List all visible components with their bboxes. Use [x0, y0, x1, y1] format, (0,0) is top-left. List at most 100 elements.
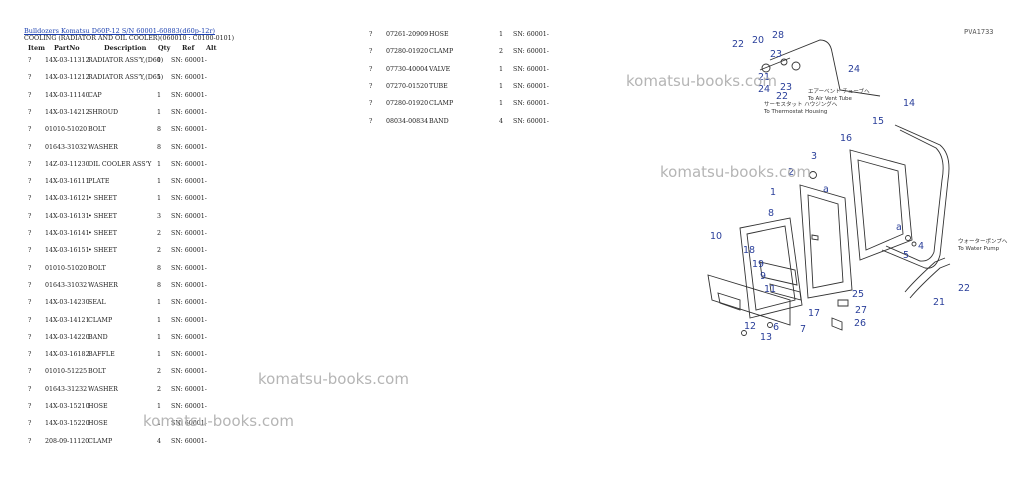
cell-partno: 14X-03-14230: [45, 299, 90, 307]
callout-label: 23: [770, 49, 782, 60]
cell-item: ?: [28, 333, 32, 341]
cell-ref: SN: 60001-: [513, 48, 549, 56]
cell-ref: SN: 60001-: [513, 82, 549, 90]
cell-desc: WASHER: [88, 281, 118, 289]
cell-partno: 01643-31232: [45, 385, 88, 393]
callout-label: 3: [811, 151, 817, 162]
cell-partno: 14X-03-16111: [45, 178, 90, 186]
cell-desc: • SHEET: [88, 212, 117, 220]
cell-item: ?: [369, 65, 373, 73]
callout-label: 21: [933, 297, 945, 308]
cell-partno: 01643-31032: [45, 143, 88, 151]
cell-item: ?: [28, 195, 32, 203]
cell-item: ?: [28, 316, 32, 324]
cell-desc: BAND: [88, 333, 108, 341]
cell-partno: 208-09-11120: [45, 437, 90, 445]
cell-desc: BAFFLE: [88, 351, 115, 359]
exploded-parts-diagram: 22 20 28 23 21 24 24 23 22 14 15 16 3 2 …: [707, 30, 1008, 343]
note-thermostat-jp: サーモスタット ハウジングへ: [764, 100, 838, 108]
cell-qty: 1: [499, 82, 504, 90]
cell-ref: SN: 60001-: [171, 126, 207, 134]
cell-desc: RADIATOR ASS'Y,(D65): [88, 74, 164, 82]
callout-label: 18: [743, 245, 755, 256]
note-air-vent-en: To Air Vent Tube: [807, 96, 852, 102]
callout-label: 21: [758, 72, 770, 83]
cell-partno: 14X-03-16182: [45, 351, 90, 359]
cell-item: ?: [28, 57, 32, 64]
cell-item: ?: [28, 403, 32, 410]
cell-qty: 8: [157, 264, 162, 272]
header-alt: Alt: [206, 44, 217, 52]
callout-label: 7: [800, 324, 806, 335]
callout-label: 13: [760, 332, 772, 343]
cell-qty: 3: [157, 212, 162, 220]
breadcrumb-link[interactable]: Bulldozers Komatsu D60P-12 S/N 60001-608…: [24, 27, 216, 35]
cell-ref: SN: 60001-: [513, 117, 549, 125]
callout-label: 6: [773, 322, 779, 333]
cell-partno: 14X-03-11140: [45, 91, 90, 99]
cell-partno: 14X-03-15220: [45, 420, 90, 428]
cell-partno: 14X-03-14212: [45, 108, 90, 116]
cell-partno: 07261-20909: [386, 31, 429, 38]
callout-label: 26: [854, 318, 866, 329]
cell-desc: BOLT: [88, 368, 106, 376]
cell-desc: WASHER: [88, 143, 118, 151]
cell-ref: SN: 60001-: [513, 100, 549, 108]
callout-label: 24: [848, 64, 860, 75]
callout-label: 5: [903, 250, 909, 261]
cell-qty: 2: [157, 230, 162, 237]
cell-desc: HOSE: [88, 403, 108, 410]
cell-item: ?: [28, 368, 32, 376]
radiator-core-shape: [799, 184, 853, 299]
cell-partno: 07270-01520: [386, 82, 429, 90]
cell-qty: 2: [499, 48, 504, 56]
watermark: komatsu-books.com: [143, 412, 294, 430]
cell-ref: SN: 60001-: [171, 264, 207, 272]
cell-desc: HOSE: [88, 420, 108, 428]
cell-desc: WASHER: [88, 385, 118, 393]
cell-qty: 1: [157, 195, 162, 203]
drawing-code: PVA1733: [964, 28, 994, 36]
cell-ref: SN: 60001-: [171, 195, 207, 203]
callout-label: 10: [710, 231, 722, 242]
cell-item: ?: [28, 178, 32, 186]
cell-partno: 01010-51020: [45, 126, 88, 134]
callout-label: 9: [760, 271, 766, 282]
cell-qty: 2: [157, 385, 162, 393]
cell-item: ?: [369, 48, 373, 56]
cell-ref: SN: 60001-: [171, 316, 207, 324]
fan-shroud-shape: [849, 149, 913, 261]
watermark: komatsu-books.com: [626, 72, 777, 90]
cell-qty: 1: [157, 333, 162, 341]
cell-qty: 1: [157, 91, 162, 99]
cell-item: ?: [28, 281, 32, 289]
cell-ref: SN: 60001-: [171, 247, 207, 255]
cell-desc: BAND: [429, 117, 449, 125]
cell-qty: 1: [499, 31, 504, 38]
cell-item: ?: [28, 420, 32, 428]
note-air-vent-jp: エアーベント チューブへ: [808, 87, 870, 95]
cell-qty: 4: [157, 437, 162, 445]
cell-qty: 8: [157, 281, 162, 289]
cell-desc: SEAL: [88, 299, 106, 307]
cell-partno: 07280-01920: [386, 48, 429, 56]
cell-desc: BOLT: [88, 126, 106, 134]
cell-ref: SN: 60001-: [171, 333, 207, 341]
callout-label: 28: [772, 30, 784, 41]
cell-desc: SHROUD: [88, 108, 119, 116]
cell-ref: SN: 60001-: [513, 65, 549, 73]
cell-item: ?: [28, 91, 32, 99]
cell-ref: SN: 60001-: [171, 91, 207, 99]
callout-label: 23: [780, 82, 792, 93]
callout-label: 24: [758, 84, 770, 95]
cell-partno: 14X-03-16141: [45, 230, 90, 237]
cell-qty: 1: [157, 299, 162, 307]
callout-label: 16: [840, 133, 852, 144]
cell-desc: HOSE: [429, 31, 449, 38]
cell-ref: SN: 60001-: [171, 299, 207, 307]
cell-desc: • SHEET: [88, 247, 117, 255]
cell-ref: SN: 60001-: [171, 368, 207, 376]
note-water-pump-en: To Water Pump: [957, 246, 1000, 252]
cell-desc: BOLT: [88, 264, 106, 272]
cell-ref: SN: 60001-: [171, 281, 207, 289]
